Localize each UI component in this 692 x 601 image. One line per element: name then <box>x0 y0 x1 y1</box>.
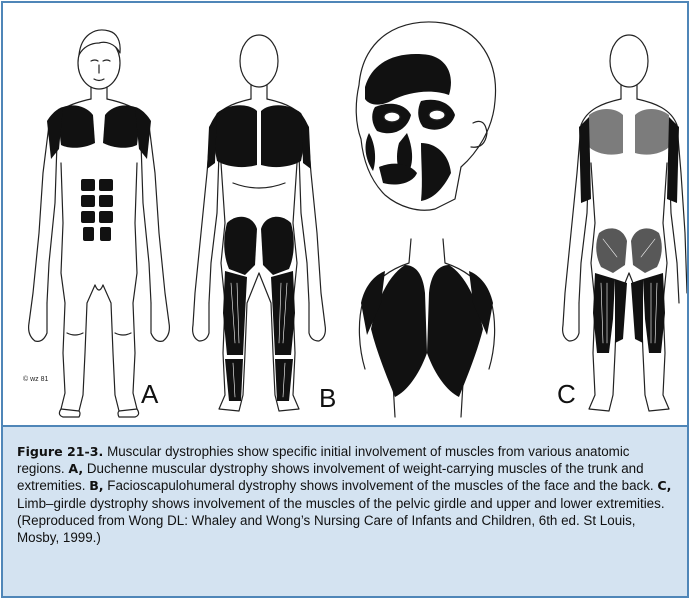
caption-box: Figure 21-3. Muscular dystrophies show s… <box>3 425 687 596</box>
caption-text-b: Facioscapulohumeral dystrophy shows invo… <box>104 478 658 493</box>
figure-b-eyes <box>384 110 445 122</box>
caption-label-c: C, <box>657 478 671 493</box>
figure-b-face-muscles <box>365 54 455 201</box>
muscular-dystrophy-illustration: © wz 81 A <box>3 3 687 425</box>
artist-signature: © wz 81 <box>23 375 48 383</box>
caption-label-a: A, <box>68 461 83 476</box>
caption-text-c: Limb–girdle dystrophy shows involvement … <box>17 496 665 545</box>
figure-b-back-shaded-muscles <box>361 265 493 397</box>
figure-caption: Figure 21-3. Muscular dystrophies show s… <box>17 443 679 546</box>
panel-label-a: A <box>141 379 159 409</box>
caption-figure-label: Figure 21-3. <box>17 444 103 459</box>
panel-label-c: C <box>557 379 576 409</box>
figure-a-front-body <box>29 30 170 417</box>
panel-label-b: B <box>319 383 336 413</box>
figure-a-back-body <box>193 35 326 411</box>
caption-label-b: B, <box>89 478 103 493</box>
figure-c-back-body <box>563 35 687 411</box>
